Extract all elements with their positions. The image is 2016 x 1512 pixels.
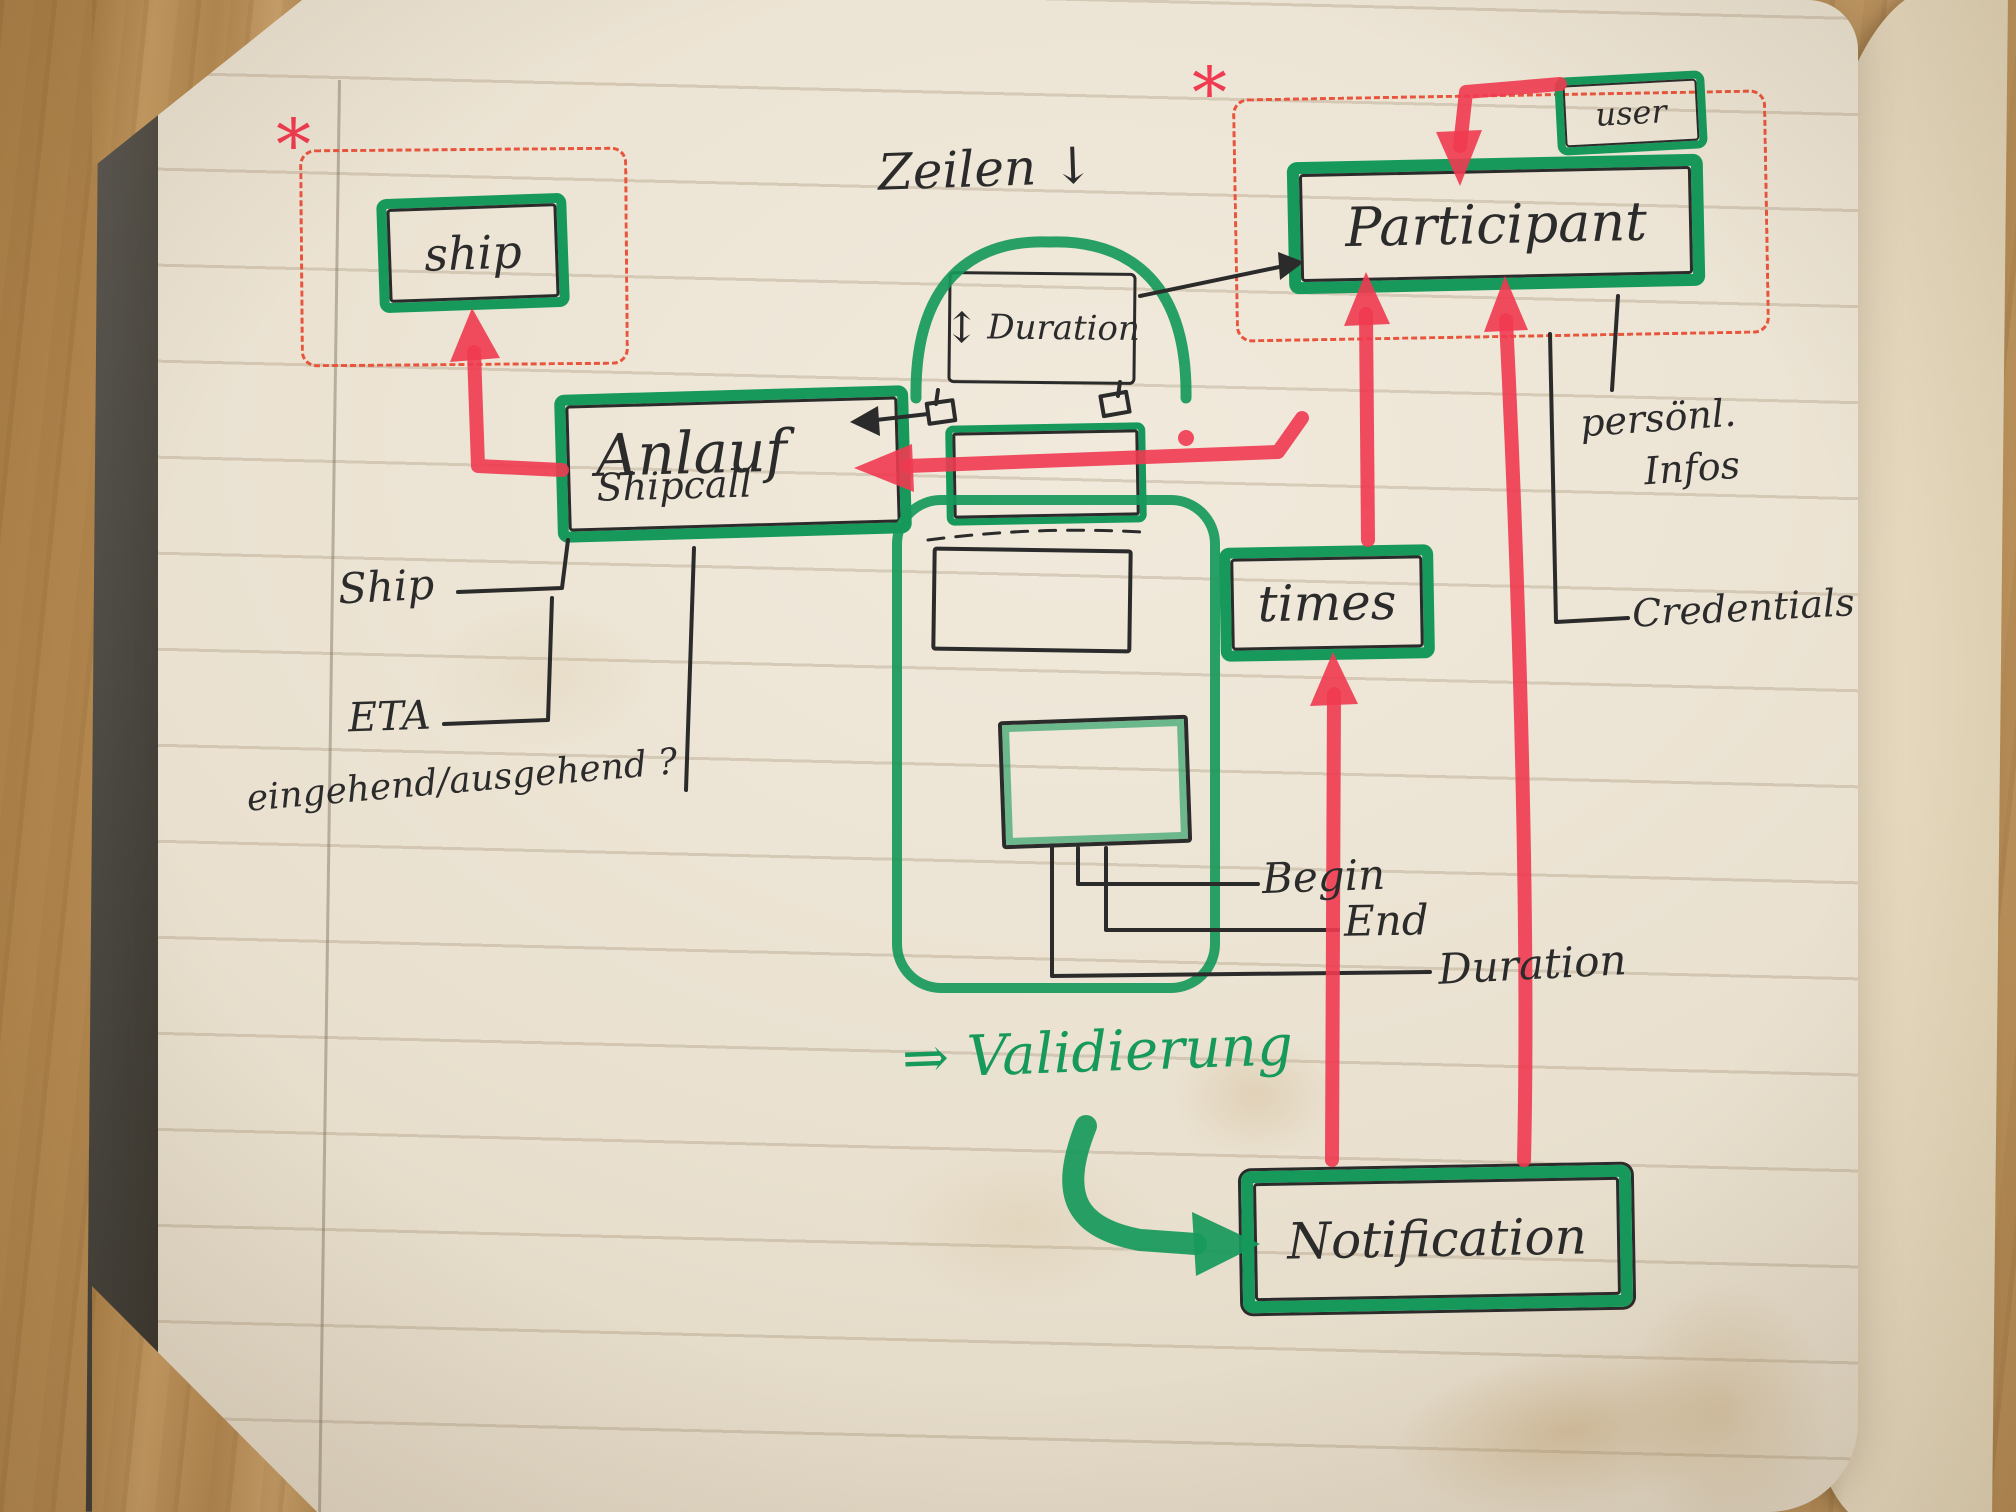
anlauf-attribute-stem	[684, 546, 696, 792]
personal-infos-connector	[1610, 294, 1620, 392]
right-to-anlauf-arrow	[901, 411, 1309, 473]
notification-to-participant-arrow	[1499, 313, 1533, 1167]
notebook-page	[158, 0, 1858, 1512]
ship-field-label: Ship	[336, 559, 436, 614]
begin-label: Begin	[1261, 849, 1386, 904]
notification-to-times-arrow	[1325, 687, 1341, 1167]
begin-connector	[1076, 846, 1260, 886]
connector-square-right	[1098, 389, 1132, 419]
asterisk-left: *	[276, 104, 311, 186]
validation-note: ⇒ Validierung	[900, 1013, 1294, 1092]
connector-square-left	[924, 398, 958, 426]
red-arrowheads	[450, 130, 1528, 706]
duration-field-connector	[1050, 846, 1432, 978]
personal-infos-label-line2: Infos	[1642, 442, 1742, 494]
validation-hook-arrow	[1062, 1115, 1207, 1255]
green-marker-strokes	[892, 236, 1220, 1255]
eta-connector	[442, 596, 554, 726]
validation-column-outline	[892, 495, 1220, 993]
validation-hook-arrowhead	[1192, 1212, 1260, 1276]
eta-label: ETA	[347, 692, 432, 742]
asterisk-right: *	[1192, 52, 1227, 134]
duration-to-participant-line	[1138, 264, 1286, 298]
red-ink-dot	[1178, 430, 1194, 446]
user-to-participant-arrow	[1453, 77, 1567, 153]
credentials-connector	[1548, 332, 1630, 624]
connector-to-anlauf	[874, 412, 930, 422]
anlauf-to-ship-arrow	[467, 345, 569, 477]
black-pen-strokes	[442, 264, 1630, 978]
sketch-dashed-line	[926, 528, 1144, 542]
zeiten-bracket	[910, 236, 1192, 404]
times-to-participant-arrow	[1359, 307, 1375, 547]
black-arrowheads	[850, 252, 1304, 436]
zeilen-heading: Zeilen ↓	[877, 136, 1095, 202]
red-marker-strokes	[467, 77, 1567, 1167]
end-label: End	[1343, 895, 1430, 946]
duration-field-label: Duration	[1436, 935, 1628, 994]
end-connector	[1104, 846, 1340, 932]
ship-field-connector	[456, 538, 570, 594]
